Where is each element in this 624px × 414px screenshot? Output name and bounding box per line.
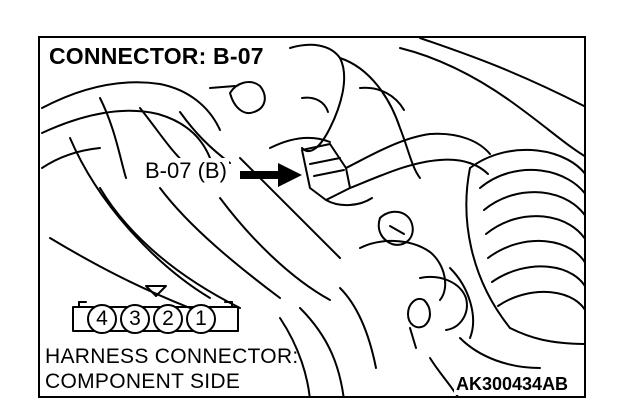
lower-components-drawing [279,210,584,396]
callout-arrow [240,163,302,187]
intake-manifold-drawing [41,81,341,309]
harness-connector-caption: HARNESS CONNECTOR: [45,345,299,368]
connector-title: CONNECTOR: B-07 [49,43,270,70]
pin-diagram-outline [72,285,239,332]
air-intake-hose-drawing [465,148,584,329]
connector-callout-label: B-07 (B) [143,158,229,184]
engine-bay-illustration [41,38,584,396]
component-side-caption: COMPONENT SIDE [45,370,241,393]
figure-code: AK300434AB [454,374,571,395]
upper-components-drawing [209,38,584,179]
connector-pin-2: 2 [153,304,183,334]
b07-connector-drawing [301,132,491,206]
diagram-frame: CONNECTOR: B-07 B-07 (B) 4 3 2 1 HARNESS… [38,36,586,398]
connector-pin-1: 1 [186,304,216,334]
connector-pin-3: 3 [120,304,150,334]
connector-pin-4: 4 [87,304,117,334]
